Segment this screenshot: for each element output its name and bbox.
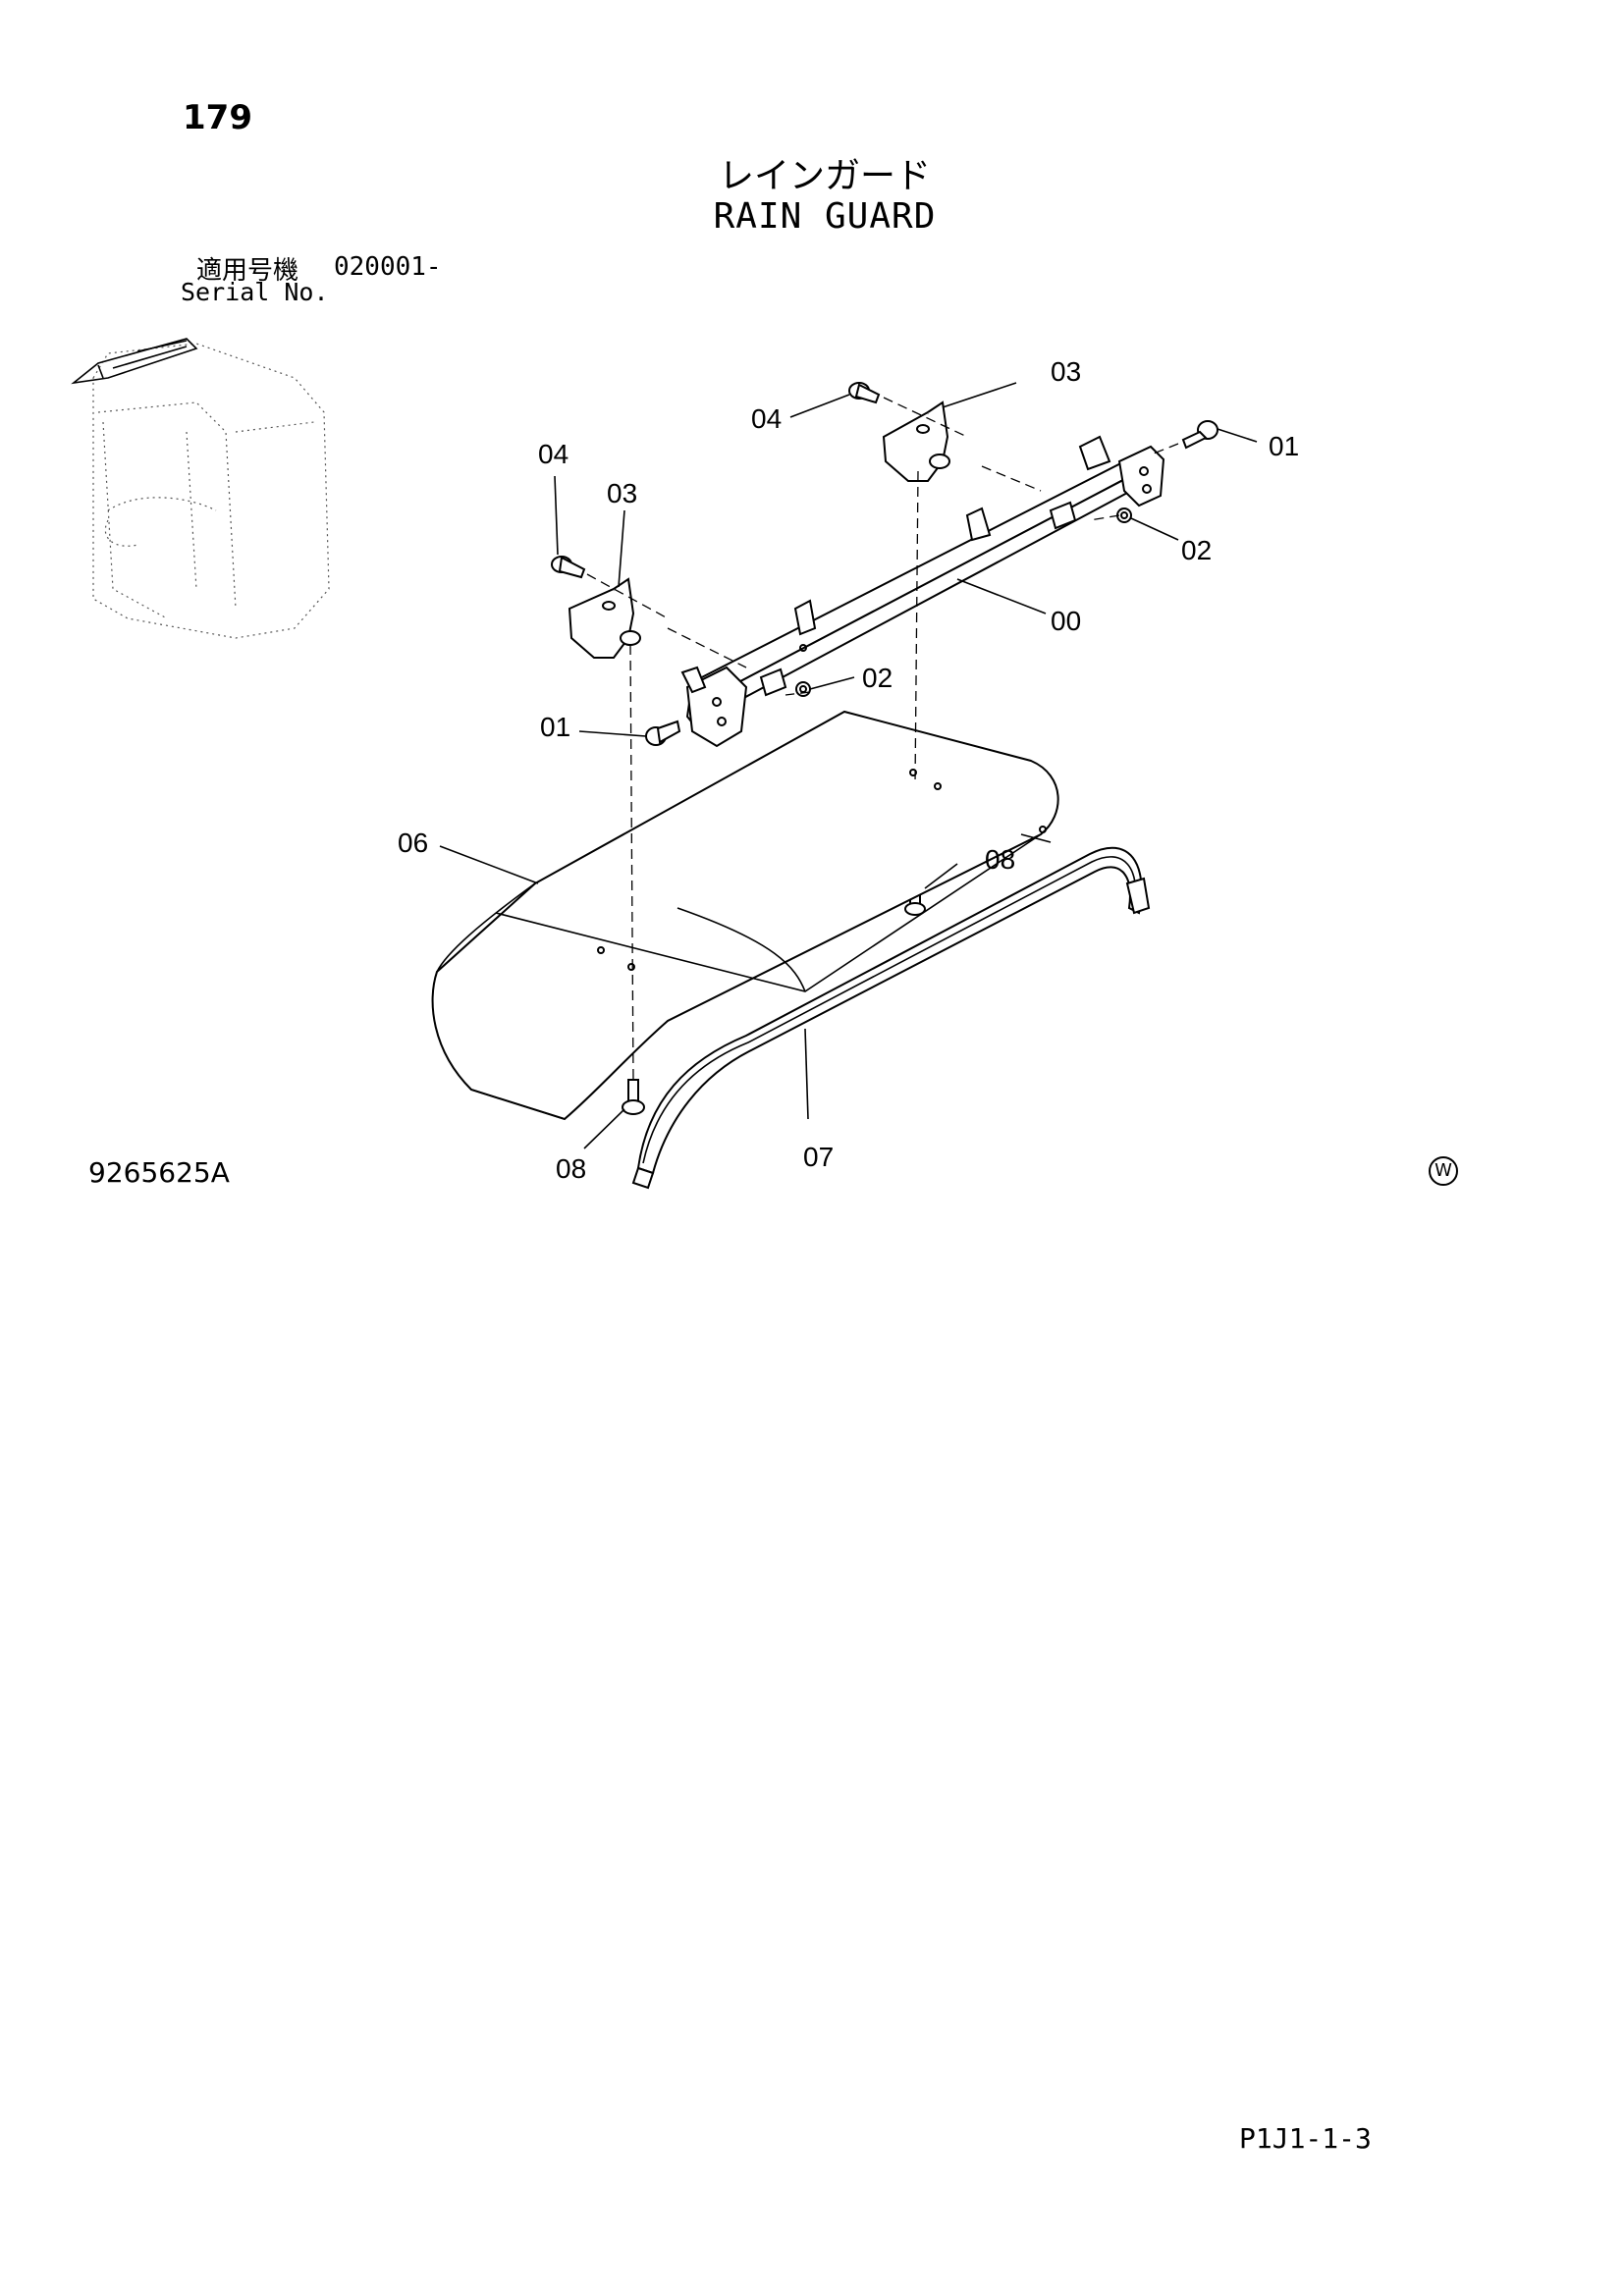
callout-02-left: 02 [862,663,893,693]
callout-00: 00 [1051,606,1081,636]
page-code: P1J1-1-3 [1239,2122,1372,2155]
callout-03-right: 03 [1051,356,1081,387]
callout-02-right: 02 [1181,535,1212,565]
assembly-lines [586,397,1179,1081]
callout-04-right: 04 [751,403,782,434]
serial-value: 020001- [334,252,442,282]
bracket-part-03-right [882,400,950,482]
washer-part-02-right [1116,507,1132,523]
callout-labels: 03 04 01 04 03 02 00 02 01 06 08 07 08 [398,356,1299,1184]
watermark-symbol: W [1429,1156,1458,1186]
callout-07: 07 [803,1142,834,1172]
bolt-part-01-left [645,720,681,746]
serial-label-japanese: 適用号機 [196,256,299,286]
callout-04-left: 04 [538,439,568,469]
seal-part-07 [631,846,1151,1190]
title-japanese: レインガード [718,156,931,196]
cover-part-06 [431,710,1059,1121]
bracket-part-03-left [568,577,641,659]
cab-thumbnail [71,338,330,639]
bolt-part-08-bottom [622,1079,645,1115]
title-english: RAIN GUARD [713,196,937,237]
washer-part-02-left [795,681,811,697]
page-number: 179 [183,98,252,137]
bolt-part-04-right [848,382,881,404]
callout-06: 06 [398,828,428,858]
bolt-part-01-right [1181,420,1218,450]
callout-08-bottom: 08 [556,1153,586,1184]
frame-part-00 [680,435,1165,748]
serial-label-english: Serial No. [181,278,329,306]
bolt-part-04-left [551,556,586,579]
leader-lines [439,382,1258,1149]
drawing-number: 9265625A [88,1156,230,1189]
callout-01-right: 01 [1269,431,1299,461]
callout-03-left: 03 [607,478,637,508]
callout-01-left: 01 [540,712,570,742]
callout-08-middle: 08 [985,844,1015,875]
